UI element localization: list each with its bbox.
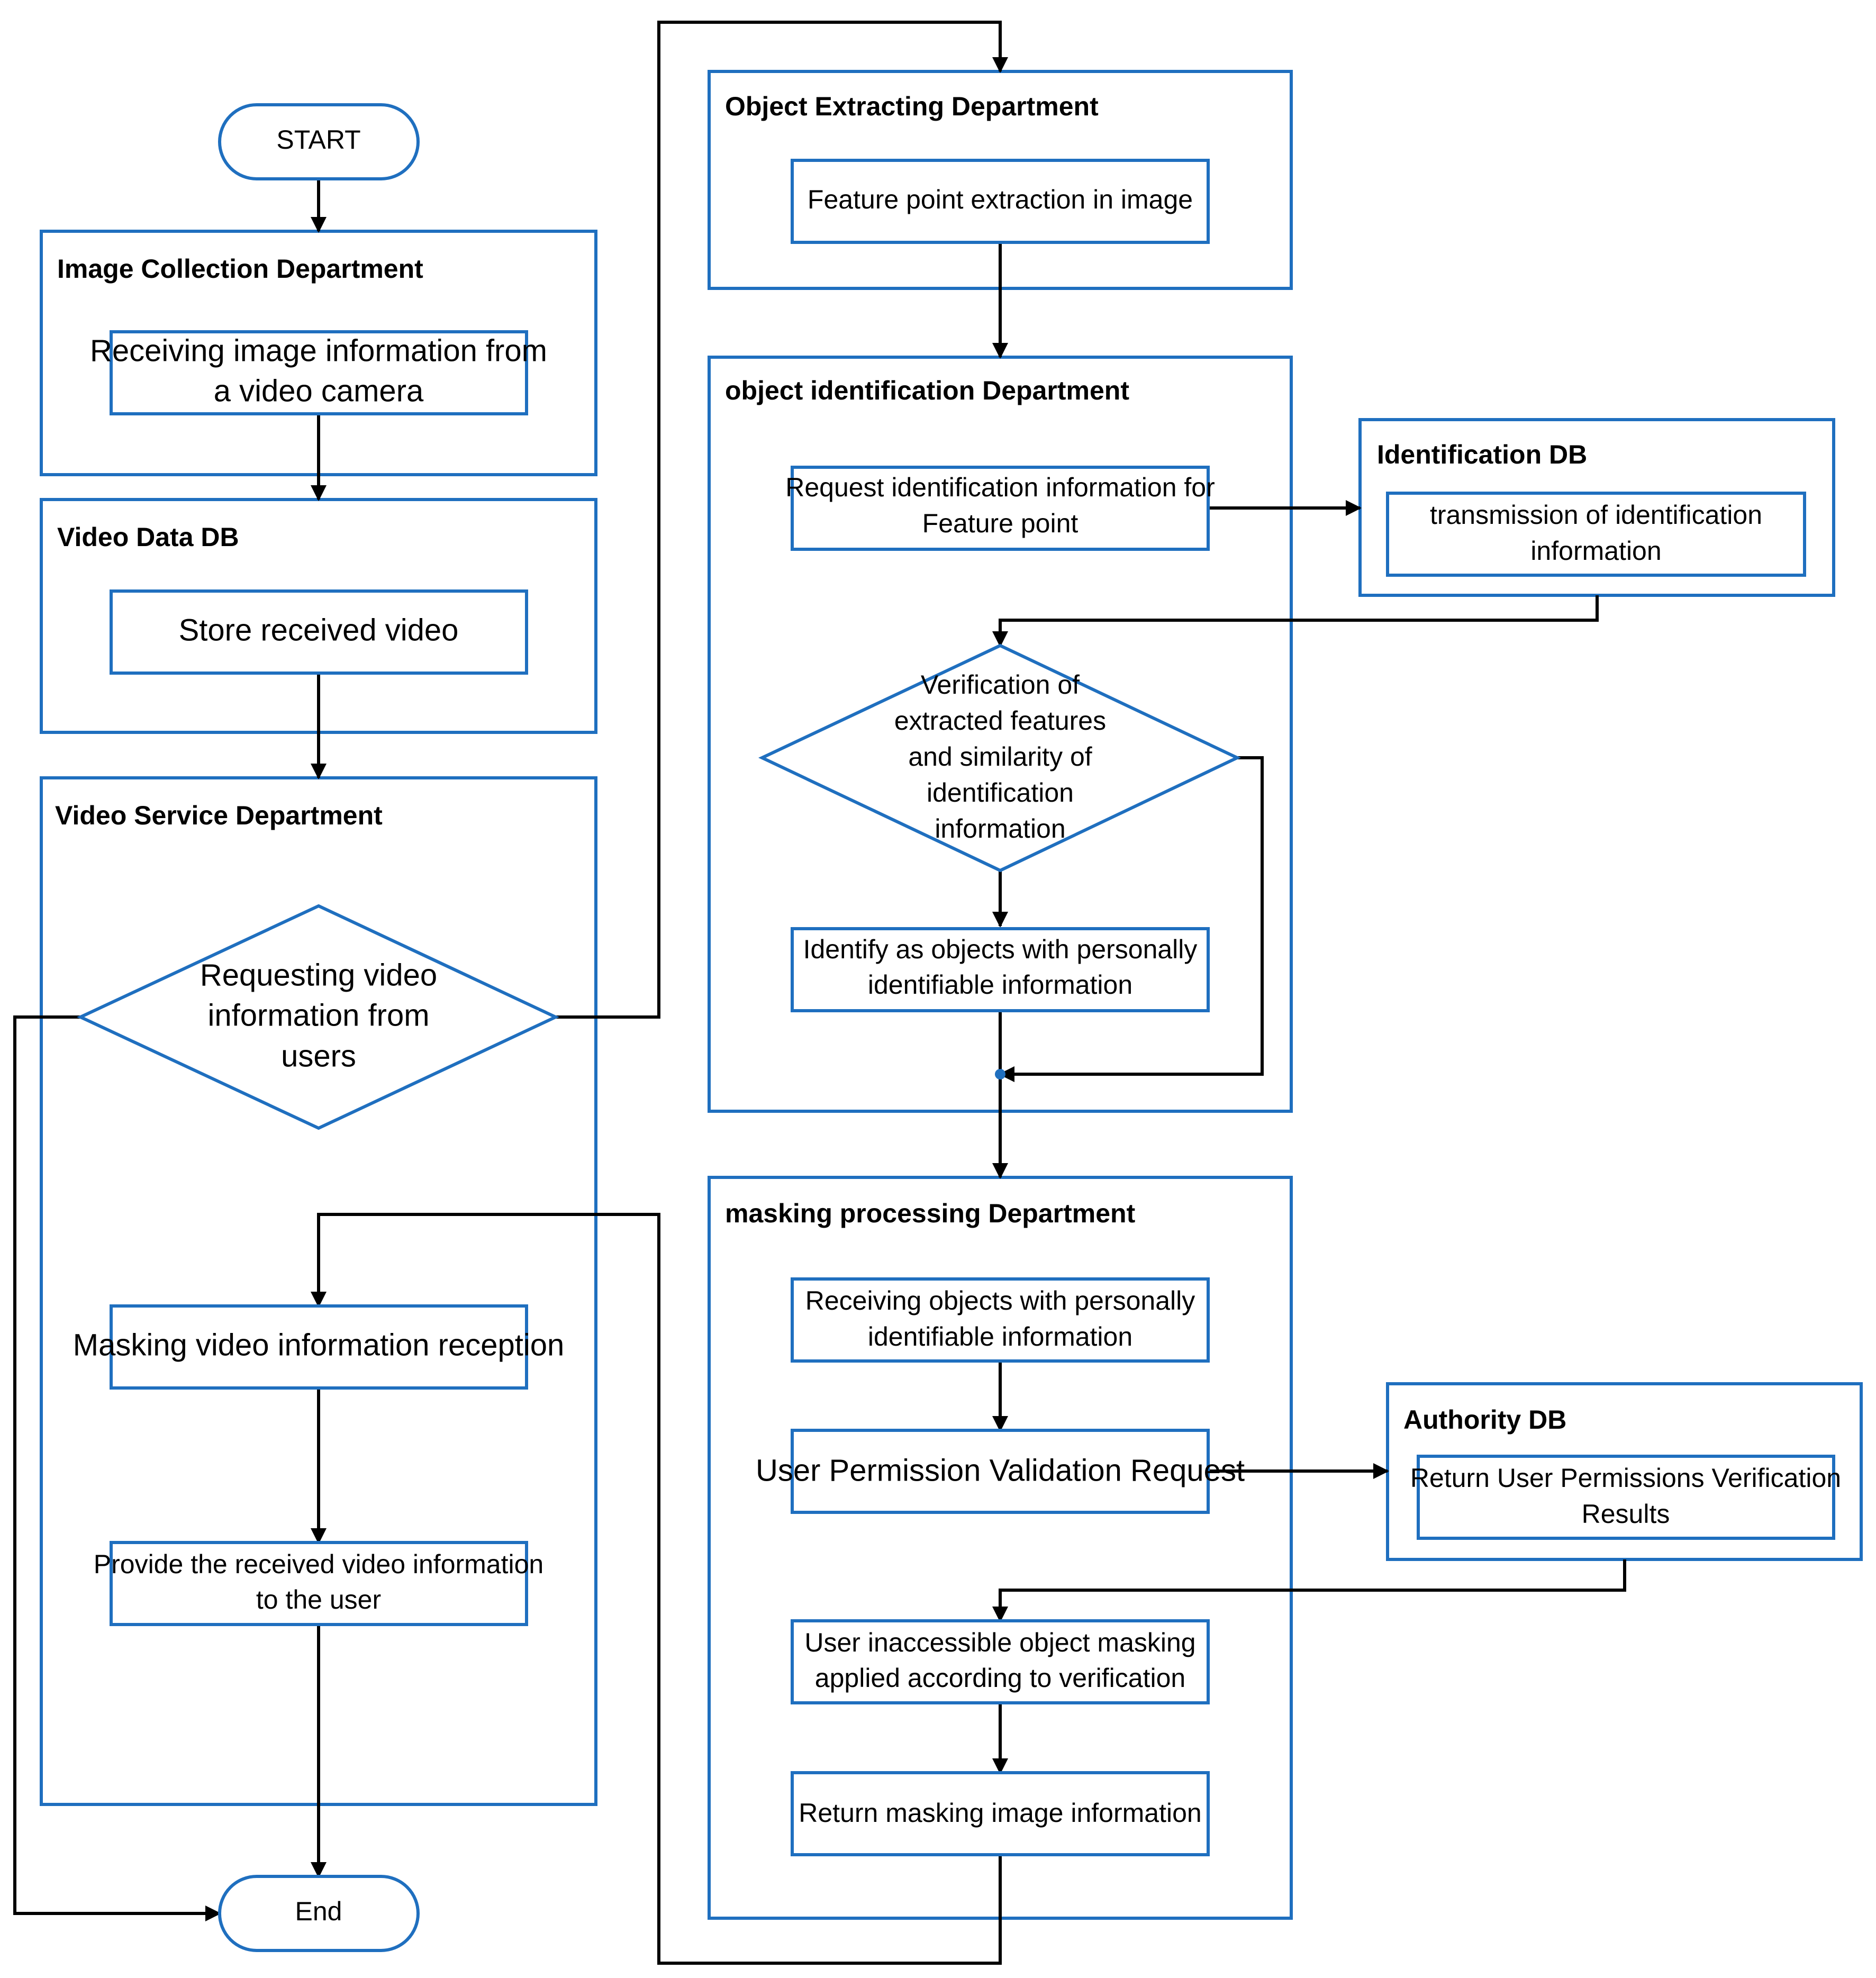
return-masking-label: Return masking image information xyxy=(799,1798,1201,1828)
transmission-line1: transmission of identification xyxy=(1430,500,1762,530)
verification-line3: and similarity of xyxy=(908,742,1092,772)
return-permissions-line1: Return User Permissions Verification xyxy=(1410,1463,1841,1493)
video-service-title: Video Service Department xyxy=(55,801,383,830)
connector xyxy=(311,1213,1002,1965)
end-terminal xyxy=(218,1875,420,1952)
provide-video-line2: to the user xyxy=(256,1585,381,1614)
request-video-diamond xyxy=(76,904,560,1130)
identify-objects-line1: Identify as objects with personally xyxy=(803,934,1198,964)
request-video-line2: information from xyxy=(207,998,429,1032)
authority-db-title: Authority DB xyxy=(1403,1405,1566,1435)
apply-masking-line1: User inaccessible object masking xyxy=(804,1628,1195,1657)
provide-video-box xyxy=(110,1541,528,1626)
identify-objects-line2: identifiable information xyxy=(868,970,1132,1000)
store-video-box xyxy=(110,589,528,675)
apply-masking-line2: applied according to verification xyxy=(815,1663,1185,1693)
start-terminal xyxy=(218,103,420,180)
video-db-title: Video Data DB xyxy=(57,522,239,552)
permission-request-label: User Permission Validation Request xyxy=(756,1453,1245,1487)
masking-processing-title: masking processing Department xyxy=(725,1199,1136,1228)
object-identification-title: object identification Department xyxy=(725,376,1129,405)
identification-db-title: Identification DB xyxy=(1377,440,1587,469)
request-identification-line1: Request identification information for xyxy=(785,473,1215,502)
connector xyxy=(13,1015,221,1921)
identify-objects-box xyxy=(791,927,1210,1012)
transmission-box xyxy=(1386,492,1806,577)
apply-masking-box xyxy=(791,1619,1210,1704)
request-video-line1: Requesting video xyxy=(200,958,437,992)
permission-request-box xyxy=(791,1429,1210,1514)
object-extracting-title: Object Extracting Department xyxy=(725,92,1099,121)
request-identification-box xyxy=(791,466,1210,551)
return-permissions-line2: Results xyxy=(1582,1499,1670,1529)
verification-diamond xyxy=(758,643,1241,873)
verification-line5: information xyxy=(935,814,1065,843)
return-permissions-box xyxy=(1417,1455,1835,1540)
receive-image-line1: Receiving image information from xyxy=(90,333,547,368)
request-identification-line2: Feature point xyxy=(922,509,1079,538)
masking-reception-box xyxy=(110,1304,528,1390)
image-collection-title: Image Collection Department xyxy=(57,254,423,284)
receive-image-box xyxy=(110,330,528,415)
start-label: START xyxy=(276,125,360,155)
junction-dot xyxy=(995,1069,1005,1079)
feature-extraction-box xyxy=(791,159,1210,244)
store-video-label: Store received video xyxy=(179,613,459,647)
end-label: End xyxy=(295,1897,342,1926)
receive-objects-line2: identifiable information xyxy=(868,1322,1132,1351)
connector xyxy=(999,756,1264,1082)
verification-line4: identification xyxy=(927,778,1074,807)
connector xyxy=(992,595,1599,647)
connector xyxy=(556,21,1008,1019)
return-masking-box xyxy=(791,1771,1210,1856)
connector xyxy=(992,1559,1626,1622)
receive-objects-box xyxy=(791,1277,1210,1363)
transmission-line2: information xyxy=(1530,536,1661,566)
verification-line1: Verification of xyxy=(921,670,1080,700)
provide-video-line1: Provide the received video information xyxy=(94,1549,543,1579)
masking-reception-label: Masking video information reception xyxy=(73,1328,564,1362)
receive-image-line2: a video camera xyxy=(214,374,424,408)
verification-line2: extracted features xyxy=(894,706,1106,736)
request-video-line3: users xyxy=(281,1039,356,1073)
receive-objects-line1: Receiving objects with personally xyxy=(805,1286,1195,1315)
feature-extraction-label: Feature point extraction in image xyxy=(808,185,1193,214)
